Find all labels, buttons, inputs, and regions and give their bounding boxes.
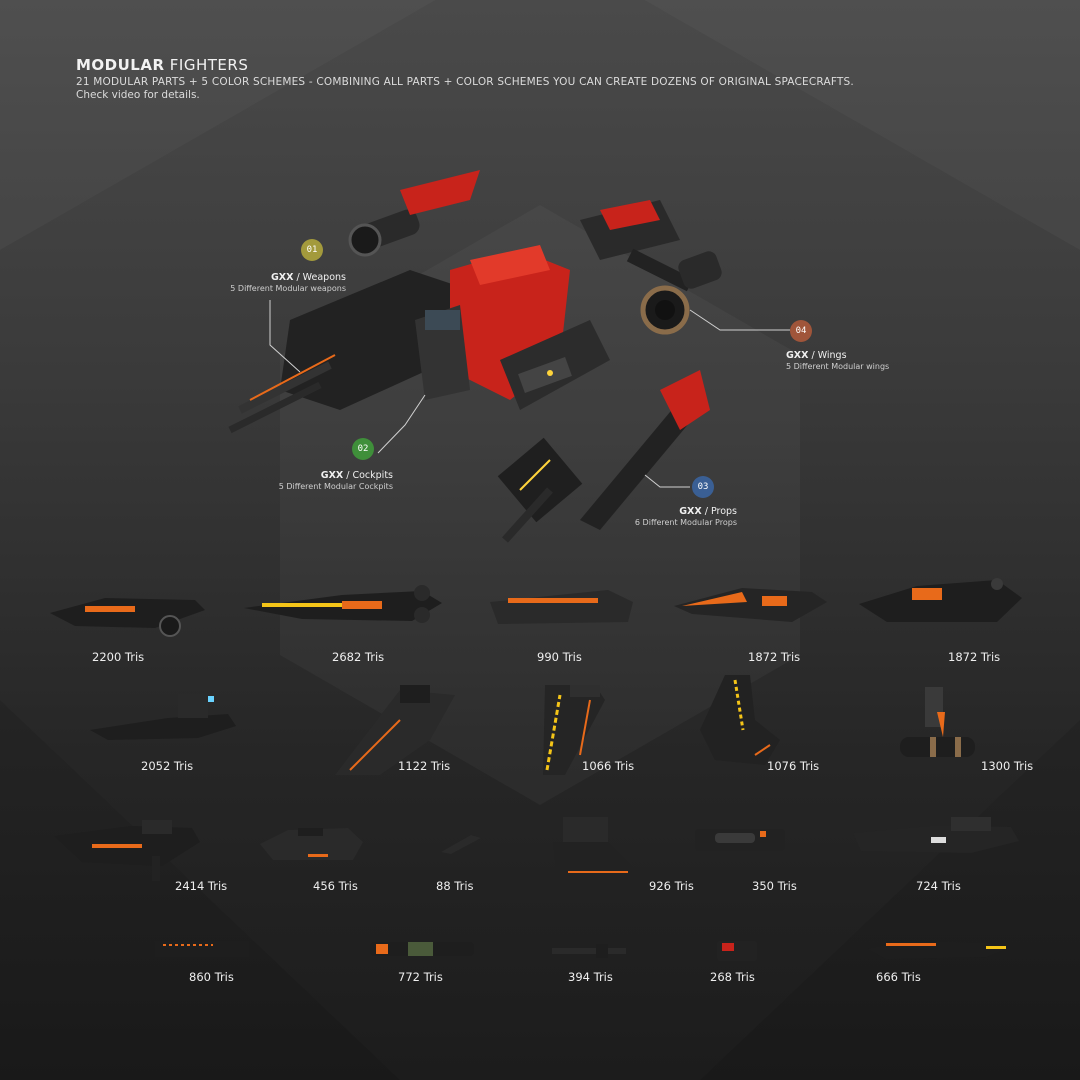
part-tris-label: 1076 Tris [767, 759, 820, 773]
part-thumbnail [490, 590, 633, 624]
part-thumbnail [859, 578, 1022, 622]
left-hull [228, 270, 470, 434]
part-thumbnail [900, 687, 975, 757]
part-tris-label: 1122 Tris [398, 759, 451, 773]
part-tris-label: 724 Tris [916, 879, 961, 893]
callout-wings: GXX / Wings 5 Different Modular wings [786, 350, 890, 371]
part-tris-label: 2200 Tris [92, 650, 145, 664]
part-tris-label: 2052 Tris [141, 759, 194, 773]
callout-cockpits: GXX / Cockpits 5 Different Modular Cockp… [278, 470, 393, 491]
part-thumbnail [155, 941, 249, 957]
part-tris-label: 1872 Tris [948, 650, 1001, 664]
part-tris-label: 394 Tris [568, 970, 613, 984]
part-thumbnail [90, 694, 236, 740]
callout-badge-props: 03 [692, 476, 714, 498]
part-thumbnail [260, 828, 363, 860]
callout-badge-cockpits: 02 [352, 438, 374, 460]
callout-badge-weapons: 01 [301, 239, 323, 261]
part-tris-label: 88 Tris [436, 879, 474, 893]
part-thumbnail [853, 817, 1019, 853]
part-thumbnail [244, 585, 442, 623]
part-tris-label: 350 Tris [752, 879, 797, 893]
part-thumbnail [335, 685, 455, 775]
part-thumbnail [700, 675, 780, 765]
part-tris-label: 772 Tris [398, 970, 443, 984]
part-thumbnail [54, 820, 200, 881]
part-tris-label: 2414 Tris [175, 879, 228, 893]
part-thumbnail [868, 941, 1006, 959]
part-tris-label: 666 Tris [876, 970, 921, 984]
part-thumbnail [543, 685, 605, 775]
part-tris-label: 1300 Tris [981, 759, 1034, 773]
part-thumbnail [441, 835, 481, 854]
part-tris-label: 926 Tris [649, 879, 694, 893]
weapon-module-top [228, 170, 722, 543]
part-thumbnail [674, 588, 827, 622]
part-thumbnail [553, 817, 638, 887]
wing-module-right [580, 200, 722, 335]
props-module-bottom [497, 370, 710, 543]
page-subtitle: 21 MODULAR PARTS + 5 COLOR SCHEMES - COM… [76, 76, 854, 88]
exploded-fighter-illustration [228, 170, 722, 543]
center-props [500, 320, 610, 410]
callout-props: GXX / Props 6 Different Modular Props [634, 506, 737, 527]
callout-weapons: GXX / Weapons 5 Different Modular weapon… [230, 272, 346, 293]
part-tris-label: 268 Tris [710, 970, 755, 984]
part-tris-label: 2682 Tris [332, 650, 385, 664]
part-thumbnail [50, 598, 205, 637]
part-thumbnail [552, 944, 626, 958]
part-tris-label: 456 Tris [313, 879, 358, 893]
page-title: MODULAR FIGHTERS [76, 56, 249, 74]
header: MODULAR FIGHTERS 21 MODULAR PARTS + 5 CO… [76, 56, 1056, 101]
part-thumbnail [695, 829, 785, 851]
page-note: Check video for details. [76, 89, 200, 101]
part-tris-label: 1066 Tris [582, 759, 635, 773]
part-thumbnail [717, 941, 757, 961]
part-tris-label: 860 Tris [189, 970, 234, 984]
part-tris-label: 990 Tris [537, 650, 582, 664]
part-tris-label: 1872 Tris [748, 650, 801, 664]
callout-badge-wings: 04 [790, 320, 812, 342]
part-thumbnail [370, 942, 474, 956]
